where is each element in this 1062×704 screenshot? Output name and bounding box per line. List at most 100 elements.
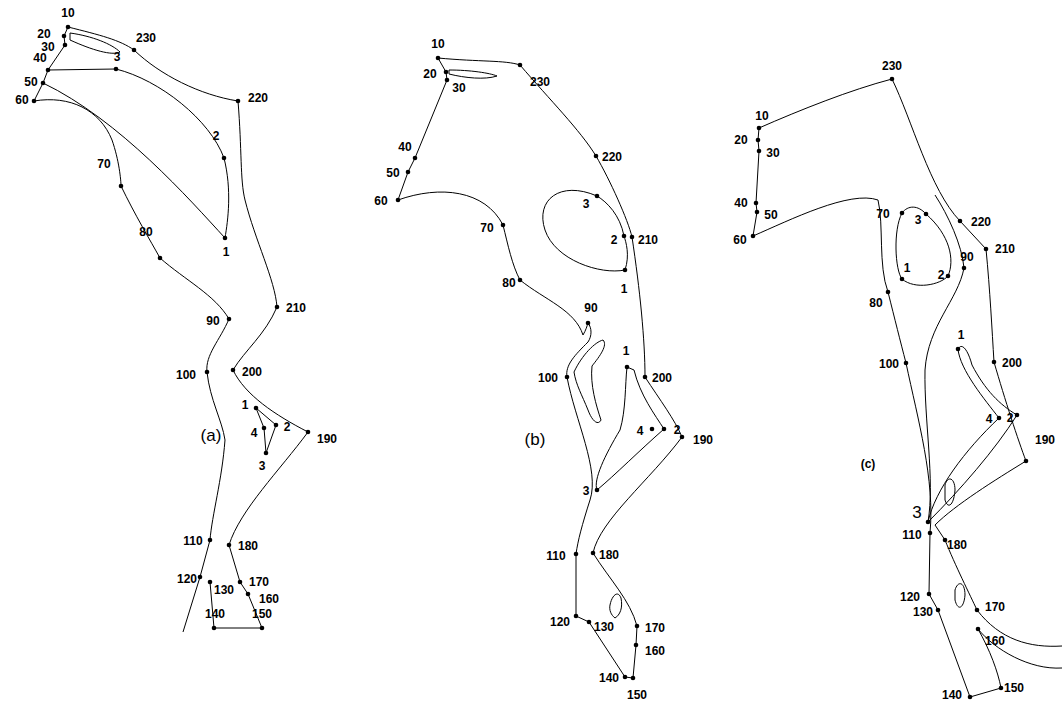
island [43, 69, 229, 238]
station-dot [396, 198, 401, 203]
station-number: 220 [602, 151, 622, 163]
station-number: 180 [947, 539, 967, 551]
station-number: 230 [136, 32, 156, 44]
island [928, 346, 1017, 522]
river-bank [68, 27, 308, 628]
station-number: 2 [284, 421, 291, 433]
station-dot [595, 488, 600, 493]
station-number: 140 [599, 672, 619, 684]
station-dot [924, 212, 929, 217]
station-dot [274, 423, 279, 428]
station-number: 2 [674, 424, 681, 436]
station-dot [662, 427, 667, 432]
station-number: 20 [734, 134, 747, 146]
station-number: 170 [249, 576, 269, 588]
station-number: 210 [995, 243, 1015, 255]
station-number: 90 [584, 302, 597, 314]
station-dot [886, 290, 891, 295]
station-number: 60 [733, 234, 746, 246]
station-dot [630, 235, 635, 240]
station-number: 210 [286, 302, 306, 314]
station-dot [927, 592, 932, 597]
station-number: 110 [902, 529, 921, 541]
station-number: 1 [623, 345, 630, 357]
island [955, 584, 965, 607]
station-dot [631, 676, 636, 681]
station-dot [32, 99, 37, 104]
river-bank [970, 629, 1062, 697]
station-dot [992, 360, 997, 365]
station-dot [976, 627, 981, 632]
station-dot [975, 608, 980, 613]
station-dot [943, 538, 948, 543]
station-number: 200 [1002, 357, 1022, 369]
station-number: 180 [599, 549, 619, 561]
panel-label: (b) [525, 431, 546, 448]
station-points [32, 25, 1029, 700]
station-dot [634, 643, 639, 648]
station-number: 130 [913, 606, 933, 618]
station-number: 150 [627, 689, 647, 701]
station-number: 60 [15, 94, 28, 106]
station-dot [501, 223, 506, 228]
station-dot [890, 77, 895, 82]
station-dot [751, 234, 756, 239]
island [543, 190, 628, 271]
station-number: 4 [251, 427, 258, 439]
station-number: 2 [938, 269, 945, 281]
station-dot [132, 48, 137, 53]
station-dot [444, 70, 449, 75]
station-number: 220 [248, 92, 268, 104]
station-number: 4 [986, 413, 993, 425]
station-dot [212, 626, 217, 631]
station-dot [595, 194, 600, 199]
station-number: 230 [882, 60, 902, 72]
station-number: 130 [214, 584, 234, 596]
station-dot [227, 543, 232, 548]
station-dot [66, 25, 71, 30]
station-dot [574, 614, 579, 619]
station-dot [445, 78, 450, 83]
station-dot [46, 68, 51, 73]
station-number: 100 [538, 372, 558, 384]
station-dot [238, 580, 243, 585]
station-number: 160 [259, 593, 279, 605]
station-dot [625, 365, 630, 370]
station-number: 20 [423, 68, 436, 80]
station-number: 110 [546, 550, 565, 562]
station-dot [754, 201, 759, 206]
panel-label: 3 [912, 504, 921, 521]
station-dot [275, 305, 280, 310]
station-dot [205, 370, 210, 375]
station-number: 2 [1007, 412, 1014, 424]
station-number: 30 [452, 82, 465, 94]
station-number: 1 [904, 262, 911, 274]
station-number: 120 [900, 591, 920, 603]
station-number: 180 [238, 540, 258, 552]
station-number: 160 [645, 645, 665, 657]
station-dot [565, 375, 570, 380]
station-number: 190 [1035, 434, 1055, 446]
station-dot [680, 435, 685, 440]
station-number: 140 [205, 608, 225, 620]
station-number: 150 [252, 608, 272, 620]
station-number: 1 [621, 283, 628, 295]
station-dot [518, 278, 523, 283]
river-bank [34, 27, 229, 632]
station-number: 10 [61, 7, 74, 19]
station-number: 100 [879, 358, 899, 370]
river-reach-c [753, 79, 1062, 697]
station-number: 80 [502, 277, 515, 289]
station-dot [958, 219, 963, 224]
station-number: 200 [652, 372, 672, 384]
station-number: 1 [242, 399, 249, 411]
station-dot [757, 149, 762, 154]
river-bank [398, 58, 625, 677]
river-reach-b [398, 58, 682, 678]
station-dot [518, 63, 523, 68]
station-number: 190 [693, 434, 713, 446]
station-dot [591, 551, 596, 556]
station-number: 30 [766, 147, 779, 159]
station-dot [643, 375, 648, 380]
